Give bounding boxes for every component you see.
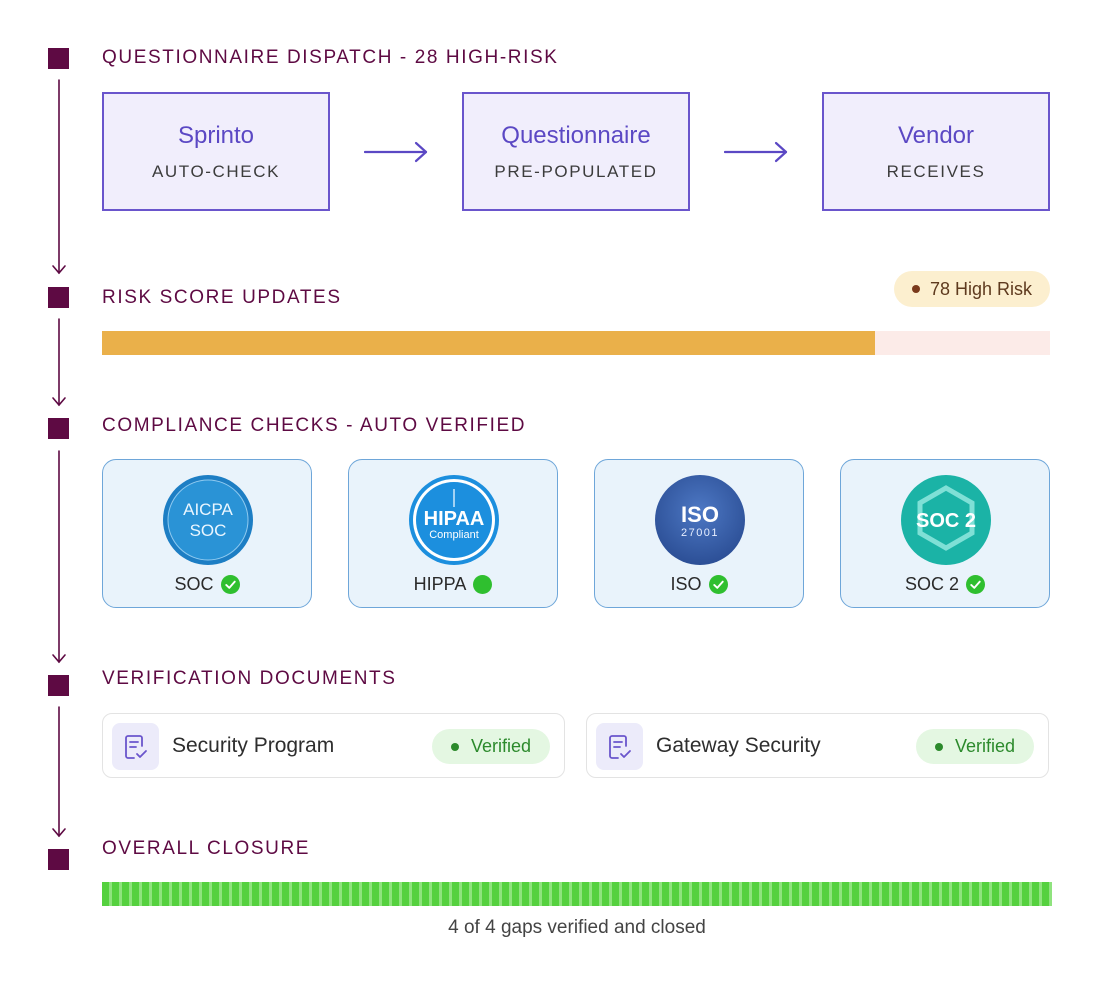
check-circle-icon — [220, 575, 240, 594]
verified-badge-label: Verified — [954, 736, 1016, 756]
compliance-card-iso: ISO 27001 ISO — [594, 459, 804, 608]
compliance-card-hippa: HIPAA Compliant HIPPA — [348, 459, 558, 608]
step-subtitle: AUTO-CHECK — [151, 161, 281, 181]
iso-27001-logo-icon: ISO 27001 — [655, 475, 745, 565]
verified-badge: Verified — [432, 729, 550, 764]
status-dot-icon — [934, 742, 943, 751]
risk-score-badge: 78 High Risk — [894, 271, 1050, 307]
compliance-label-text: SOC — [174, 574, 214, 594]
check-circle-icon — [966, 575, 986, 594]
step-subtitle: RECEIVES — [886, 161, 986, 181]
compliance-label: HIPPA — [349, 574, 557, 595]
step-title: Sprinto — [177, 121, 255, 149]
compliance-label: SOC — [103, 574, 311, 595]
step-box-sprinto: Sprinto AUTO-CHECK — [102, 92, 330, 211]
green-dot-icon — [473, 575, 493, 594]
soc2-logo-icon: SOC 2 — [901, 475, 991, 565]
section-title-dispatch: QUESTIONNAIRE DISPATCH - 28 HIGH-RISK — [102, 47, 559, 68]
svg-text:ISO: ISO — [681, 502, 719, 527]
compliance-card-soc2: SOC 2 SOC 2 — [840, 459, 1050, 608]
svg-text:27001: 27001 — [681, 527, 719, 539]
step-title: Vendor — [897, 121, 975, 149]
document-card-gateway-security[interactable]: Gateway Security Verified — [586, 713, 1049, 778]
closure-caption: 4 of 4 gaps verified and closed — [448, 917, 706, 938]
compliance-label-text: SOC 2 — [904, 574, 960, 594]
aicpa-soc-logo-icon: AICPA SOC — [163, 475, 253, 565]
risk-score-bar — [102, 331, 1050, 355]
svg-text:HIPAA: HIPAA — [424, 508, 485, 530]
step-box-questionnaire: Questionnaire PRE-POPULATED — [462, 92, 690, 211]
document-check-icon — [596, 723, 643, 770]
step-title: Questionnaire — [501, 121, 651, 149]
step-subtitle: PRE-POPULATED — [494, 161, 658, 181]
compliance-label-text: HIPPA — [413, 574, 467, 594]
risk-score-label: 78 High Risk — [929, 278, 1033, 299]
timeline-marker-closure — [48, 849, 69, 870]
svg-text:AICPA: AICPA — [183, 500, 233, 519]
verified-badge-label: Verified — [470, 736, 532, 756]
status-dot-icon — [450, 742, 459, 751]
hipaa-compliant-logo-icon: HIPAA Compliant — [409, 475, 499, 565]
arrow-right-icon — [364, 141, 428, 163]
section-title-compliance: COMPLIANCE CHECKS - AUTO VERIFIED — [102, 415, 527, 436]
arrow-right-icon — [724, 141, 788, 163]
timeline-marker-risk — [48, 287, 69, 308]
document-label: Gateway Security — [656, 734, 821, 757]
timeline-marker-dispatch — [48, 48, 69, 69]
risk-dot-icon — [911, 285, 920, 293]
closure-progress-bar — [102, 882, 1052, 906]
compliance-label-text: ISO — [670, 574, 702, 594]
svg-text:Compliant: Compliant — [429, 529, 479, 541]
verified-badge: Verified — [916, 729, 1034, 764]
timeline-marker-documents — [48, 675, 69, 696]
section-title-risk: RISK SCORE UPDATES — [102, 287, 342, 308]
svg-text:SOC: SOC — [190, 521, 227, 540]
check-circle-icon — [708, 575, 728, 594]
step-box-vendor: Vendor RECEIVES — [822, 92, 1050, 211]
document-label: Security Program — [172, 734, 335, 757]
timeline-marker-compliance — [48, 418, 69, 439]
document-check-icon — [112, 723, 159, 770]
section-title-documents: VERIFICATION DOCUMENTS — [102, 668, 397, 689]
timeline-connectors — [52, 79, 66, 838]
compliance-card-soc: AICPA SOC SOC — [102, 459, 312, 608]
compliance-label: SOC 2 — [841, 574, 1049, 595]
section-title-closure: OVERALL CLOSURE — [102, 838, 311, 859]
svg-text:SOC 2: SOC 2 — [916, 510, 976, 532]
risk-score-bar-fill — [102, 331, 875, 355]
compliance-label: ISO — [595, 574, 803, 595]
document-card-security-program[interactable]: Security Program Verified — [102, 713, 565, 778]
